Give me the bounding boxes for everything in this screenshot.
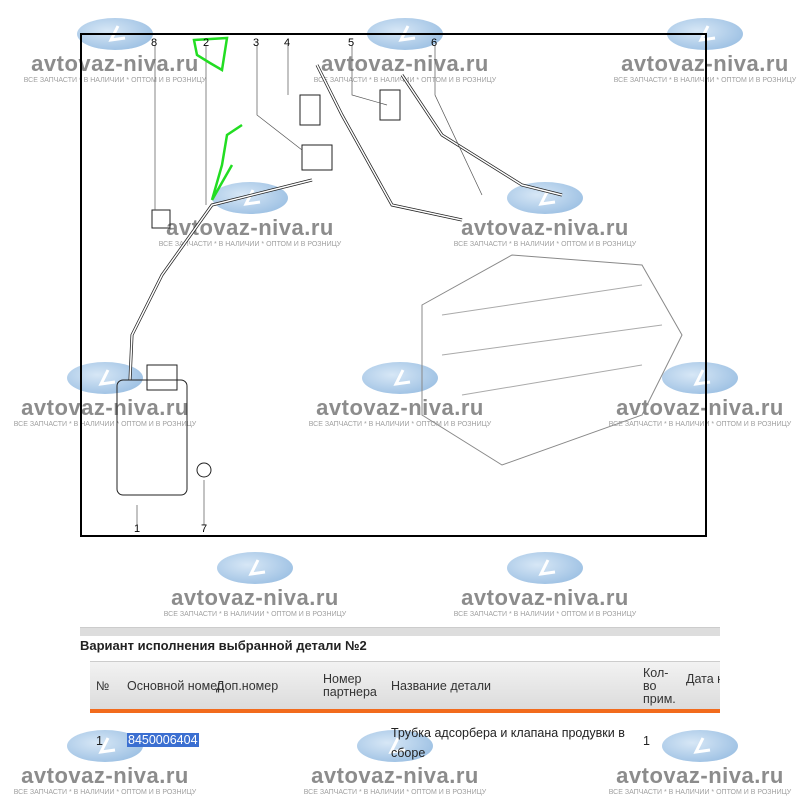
lada-logo-icon <box>507 552 583 584</box>
parts-diagram: 8 2 3 4 5 6 1 7 <box>80 33 707 537</box>
lada-logo-mark <box>388 737 406 754</box>
lada-logo-mark <box>98 737 116 754</box>
lada-logo-mark <box>98 369 116 386</box>
watermark-site: avtovaz-niva.ru <box>21 763 189 788</box>
callout-7: 7 <box>201 523 207 535</box>
watermark-site: avtovaz-niva.ru <box>31 51 199 76</box>
lada-logo-mark <box>248 559 266 576</box>
row-part-name: Трубка адсорбера и клапана продувки в сб… <box>391 726 625 760</box>
row-num: 1 <box>96 734 103 748</box>
table-header: № Основной номер Доп.номер Номер партнер… <box>90 661 720 709</box>
col-start-date: Дата нач. примен. <box>686 673 720 686</box>
watermark-site: avtovaz-niva.ru <box>166 215 334 240</box>
watermark-slogan: ВСЕ ЗАПЧАСТИ * В НАЛИЧИИ * ОПТОМ И В РОЗ… <box>453 241 637 248</box>
lada-logo-mark <box>108 25 126 42</box>
watermark-slogan: ВСЕ ЗАПЧАСТИ * В НАЛИЧИИ * ОПТОМ И В РОЗ… <box>308 421 492 428</box>
col-extra-number: Доп.номер <box>216 679 279 693</box>
watermark-site: avtovaz-niva.ru <box>616 395 784 420</box>
callout-6: 6 <box>431 37 437 49</box>
lada-logo-icon <box>362 362 438 394</box>
callout-3: 3 <box>253 37 259 49</box>
col-num: № <box>96 679 110 693</box>
callout-5: 5 <box>348 37 354 49</box>
callout-4: 4 <box>284 37 290 49</box>
col-main-number: Основной номер <box>127 679 225 693</box>
watermark-slogan: ВСЕ ЗАПЧАСТИ * В НАЛИЧИИ * ОПТОМ И В РОЗ… <box>158 241 342 248</box>
watermark-site: avtovaz-niva.ru <box>621 51 789 76</box>
header-accent-line <box>90 709 720 713</box>
lada-logo-mark <box>693 737 711 754</box>
lada-logo-mark <box>698 25 716 42</box>
lada-logo-icon <box>217 552 293 584</box>
watermark-slogan: ВСЕ ЗАПЧАСТИ * В НАЛИЧИИ * ОПТОМ И В РОЗ… <box>13 421 197 428</box>
watermark-site: avtovaz-niva.ru <box>616 763 784 788</box>
callout-2: 2 <box>203 37 209 49</box>
watermark-slogan: ВСЕ ЗАПЧАСТИ * В НАЛИЧИИ * ОПТОМ И В РОЗ… <box>608 421 792 428</box>
lada-logo-icon <box>662 362 738 394</box>
section-divider <box>80 627 720 636</box>
watermark-site: avtovaz-niva.ru <box>311 763 479 788</box>
lada-logo-mark <box>393 369 411 386</box>
watermark-slogan: ВСЕ ЗАПЧАСТИ * В НАЛИЧИИ * ОПТОМ И В РОЗ… <box>608 789 792 796</box>
watermark-site: avtovaz-niva.ru <box>171 585 339 610</box>
watermark-slogan: ВСЕ ЗАПЧАСТИ * В НАЛИЧИИ * ОПТОМ И В РОЗ… <box>303 789 487 796</box>
row-qty: 1 <box>643 734 650 748</box>
row-main-number[interactable]: 8450006404 <box>127 733 199 747</box>
lada-logo-icon <box>212 182 288 214</box>
lada-logo-icon <box>357 730 433 762</box>
watermark-site: avtovaz-niva.ru <box>316 395 484 420</box>
watermark-site: avtovaz-niva.ru <box>321 51 489 76</box>
watermark-site: avtovaz-niva.ru <box>461 585 629 610</box>
watermark-site: avtovaz-niva.ru <box>21 395 189 420</box>
callout-1: 1 <box>134 523 140 535</box>
col-part-name: Название детали <box>391 679 491 693</box>
parts-diagram-drawing: 8 2 3 4 5 6 1 7 <box>116 36 683 535</box>
callout-8: 8 <box>151 37 157 49</box>
lada-logo-mark <box>398 25 416 42</box>
col-qty: Кол-во прим. <box>643 666 676 706</box>
col-partner-number: Номер партнера <box>323 672 377 699</box>
section-title: Вариант исполнения выбранной детали №2 <box>80 638 367 653</box>
watermark-slogan: ВСЕ ЗАПЧАСТИ * В НАЛИЧИИ * ОПТОМ И В РОЗ… <box>23 77 207 84</box>
lada-logo-icon <box>662 730 738 762</box>
lada-logo-mark <box>538 559 556 576</box>
watermark-slogan: ВСЕ ЗАПЧАСТИ * В НАЛИЧИИ * ОПТОМ И В РОЗ… <box>13 789 197 796</box>
lada-logo-mark <box>538 189 556 206</box>
lada-logo-icon <box>507 182 583 214</box>
watermark-slogan: ВСЕ ЗАПЧАСТИ * В НАЛИЧИИ * ОПТОМ И В РОЗ… <box>453 611 637 618</box>
watermark-site: avtovaz-niva.ru <box>461 215 629 240</box>
watermark-slogan: ВСЕ ЗАПЧАСТИ * В НАЛИЧИИ * ОПТОМ И В РОЗ… <box>163 611 347 618</box>
